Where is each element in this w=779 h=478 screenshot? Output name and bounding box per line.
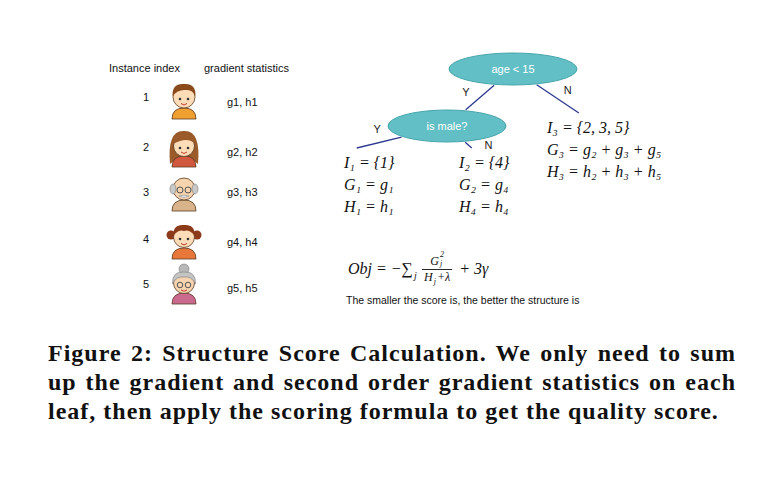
person-icon bbox=[167, 225, 202, 259]
tree-branch bbox=[537, 85, 579, 113]
node-text-box: I₃ = {2, 3, 5}G₃ = g₂ + g₃ + g₅H₃ = h₂ +… bbox=[547, 117, 661, 183]
note: The smaller the score is, the better the… bbox=[346, 293, 579, 307]
column-header: Instance index bbox=[109, 61, 180, 75]
icon-glasses bbox=[185, 187, 191, 193]
icon-shirt bbox=[172, 156, 196, 167]
decision-ellipse: is male? bbox=[387, 109, 507, 143]
icon-glasses bbox=[177, 187, 183, 193]
branch-label: Y bbox=[372, 123, 381, 135]
branch-label: N bbox=[484, 139, 494, 151]
person-icon bbox=[170, 131, 199, 167]
node-text: I₂ = {4} bbox=[459, 152, 509, 174]
formula-subscript: j bbox=[440, 259, 442, 268]
instance-index: 1 bbox=[143, 90, 149, 104]
node-text-box: I₂ = {4}G₂ = g₄H₄ = h₄ bbox=[459, 152, 509, 218]
icon-hair bbox=[172, 84, 195, 96]
figure-caption: Figure 2: Structure Score Calculation. W… bbox=[48, 339, 736, 426]
tree-branch bbox=[465, 142, 472, 148]
person-icon bbox=[172, 264, 196, 304]
gradient-pair: g1, h1 bbox=[227, 95, 258, 109]
gradient-pair: g3, h3 bbox=[227, 185, 258, 199]
instance-index: 4 bbox=[143, 232, 149, 246]
node-text: G₂ = g₄ bbox=[459, 174, 509, 196]
gradient-pair: g5, h5 bbox=[227, 281, 258, 295]
icon-hair bbox=[173, 133, 195, 144]
node-text: H₄ = h₄ bbox=[459, 196, 509, 218]
leaf-node: I₃ = {2, 3, 5}G₃ = g₂ + g₃ + g₅H₃ = h₂ +… bbox=[541, 113, 667, 187]
icon-mouth bbox=[181, 290, 187, 291]
formula-part: H bbox=[424, 271, 433, 284]
icon-face bbox=[173, 178, 195, 200]
formula-part: + 3γ bbox=[459, 259, 488, 279]
node-text: H₃ = h₂ + h₃ + h₅ bbox=[547, 161, 661, 183]
icon-eye bbox=[179, 98, 182, 101]
branch-label: Y bbox=[461, 86, 470, 98]
decision-ellipse: age < 15 bbox=[448, 52, 578, 86]
instance-index: 2 bbox=[143, 140, 149, 154]
instance-index: 3 bbox=[143, 185, 149, 199]
formula-subscript: j bbox=[414, 270, 417, 281]
branch-label: N bbox=[563, 84, 573, 96]
person-icon bbox=[170, 178, 198, 211]
ellipse-shape bbox=[449, 53, 577, 85]
icon-mouth bbox=[181, 152, 187, 154]
column-header: gradient statistics bbox=[204, 61, 289, 75]
tree-branch bbox=[357, 137, 402, 148]
icon-hair bbox=[170, 184, 176, 194]
node-text: age < 15 bbox=[491, 62, 534, 76]
fraction-bar bbox=[422, 269, 452, 270]
icon-eye bbox=[187, 98, 190, 101]
icon-moustache bbox=[179, 195, 189, 198]
icon-mouth bbox=[181, 244, 187, 246]
gradient-pair: g2, h2 bbox=[227, 145, 258, 159]
icon-shirt bbox=[172, 248, 196, 259]
icon-eye bbox=[179, 238, 182, 241]
icon-shirt bbox=[172, 200, 196, 211]
icon-eye bbox=[187, 147, 190, 150]
node-text-box: I₁ = {1}G₁ = g₁H₁ = h₁ bbox=[344, 152, 394, 218]
ellipse-shape bbox=[388, 110, 506, 142]
formula-part: G bbox=[430, 255, 439, 268]
icon-hair bbox=[173, 225, 195, 236]
icon-eye bbox=[187, 238, 190, 241]
node-text: G₁ = g₁ bbox=[344, 174, 394, 196]
icon-hair bbox=[172, 272, 195, 284]
icon-hair bbox=[192, 184, 198, 194]
node-text-box: is male? bbox=[427, 119, 468, 133]
node-text: I₁ = {1} bbox=[344, 152, 394, 174]
icon-glasses bbox=[177, 282, 183, 288]
formula-superscript: 2 bbox=[440, 250, 444, 259]
icon-shirt bbox=[172, 108, 196, 119]
instance-index: 5 bbox=[143, 277, 149, 291]
icon-glasses bbox=[185, 282, 191, 288]
formula-part: Obj = −∑ bbox=[348, 259, 413, 279]
icon-eye bbox=[179, 147, 182, 150]
gradient-pair: g4, h4 bbox=[227, 235, 258, 249]
node-text-box: age < 15 bbox=[491, 62, 534, 76]
node-text: H₁ = h₁ bbox=[344, 196, 394, 218]
icon-mouth bbox=[181, 104, 187, 106]
node-text: I₃ = {2, 3, 5} bbox=[547, 117, 661, 139]
node-text: is male? bbox=[427, 119, 468, 133]
formula-subscript: j bbox=[434, 277, 436, 286]
person-icon bbox=[172, 84, 196, 119]
formula-part: +λ bbox=[437, 271, 450, 284]
icon-shirt bbox=[172, 293, 196, 304]
leaf-node: I₁ = {1}G₁ = g₁H₁ = h₁ bbox=[338, 148, 400, 222]
leaf-node: I₂ = {4}G₂ = g₄H₄ = h₄ bbox=[453, 148, 515, 222]
node-text: G₃ = g₂ + g₃ + g₅ bbox=[547, 139, 661, 161]
